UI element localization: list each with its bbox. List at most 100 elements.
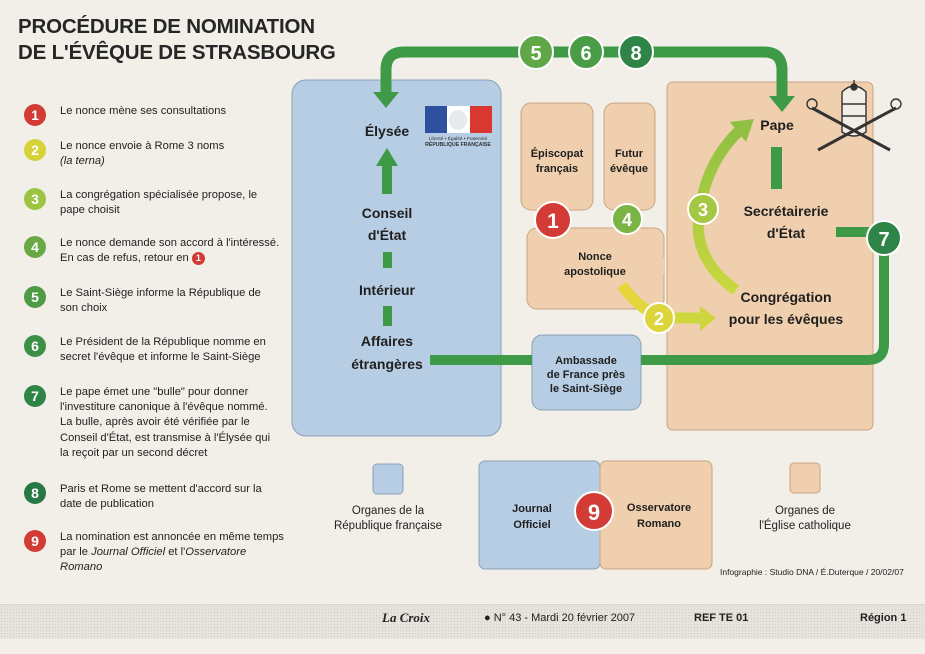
legend-badge-2: 2 bbox=[24, 139, 46, 161]
step-5: 5 bbox=[518, 34, 554, 70]
footer-ref: REF TE 01 bbox=[694, 612, 749, 624]
svg-text:4: 4 bbox=[622, 210, 632, 230]
legend-line: l'investiture canonique à l'évêque nommé… bbox=[60, 401, 268, 414]
step-7: 7 bbox=[866, 220, 902, 256]
legend-line: Paris et Rome se mettent d'accord sur la bbox=[60, 483, 262, 495]
legend-line: par le Journal Officiel et l'Osservatore bbox=[60, 546, 247, 559]
legend-line: La congrégation spécialisée propose, le bbox=[60, 189, 258, 201]
conseil-label-2: d'État bbox=[368, 227, 407, 243]
flag-republique: RÉPUBLIQUE FRANÇAISE bbox=[425, 140, 491, 148]
step-6: 6 bbox=[568, 34, 604, 70]
legend-line: Le nonce envoie à Rome 3 noms bbox=[60, 140, 225, 152]
legend-line: son choix bbox=[60, 302, 108, 315]
step-9: 9 bbox=[574, 491, 614, 531]
ambassade-label-2: de France près bbox=[547, 369, 625, 381]
affaires-label-1: Affaires bbox=[361, 333, 413, 349]
key-eglise-line-1: Organes de bbox=[774, 505, 836, 517]
osservatore-label-2: Romano bbox=[637, 518, 681, 530]
legend-text-5: Le Saint-Siège informe la République de s… bbox=[60, 286, 292, 316]
step-8: 8 bbox=[618, 34, 654, 70]
key-eglise-label: Organes de l'Église catholique bbox=[740, 504, 870, 534]
episcopat-label-1: Épiscopat bbox=[531, 147, 584, 160]
legend-line: la reçoit par un second décret bbox=[60, 446, 208, 459]
legend-line: La bulle, après avoir été vérifiée par l… bbox=[60, 416, 250, 429]
journal-label-1: Journal bbox=[512, 503, 552, 515]
svg-text:1: 1 bbox=[547, 210, 559, 233]
legend-line: Le nonce mène ses consultations bbox=[60, 105, 227, 117]
futur-label-1: Futur bbox=[615, 148, 644, 160]
nonce-label-2: apostolique bbox=[564, 266, 626, 278]
link-interieur-conseil bbox=[383, 252, 392, 268]
legend-line: Le Président de la République nomme en bbox=[60, 336, 266, 348]
legend-line: secret l'évêque et informe le Saint-Sièg… bbox=[60, 351, 261, 364]
footer-issue-text: N° 43 - Mardi 20 février 2007 bbox=[493, 612, 636, 624]
arrow-head-pape-3 bbox=[730, 119, 754, 142]
legend-badge-6: 6 bbox=[24, 335, 46, 357]
svg-text:3: 3 bbox=[698, 200, 708, 220]
legend-text-6: Le Président de la République nomme en se… bbox=[60, 335, 292, 365]
secretairerie-label-1: Secrétairerie bbox=[744, 203, 829, 219]
legend-badge-1: 1 bbox=[24, 104, 46, 126]
arrow-head-conseil-elysee bbox=[376, 148, 398, 166]
step-3: 3 bbox=[687, 193, 719, 225]
legend-text-2: Le nonce envoie à Rome 3 noms (la terna) bbox=[60, 139, 292, 169]
flag-motto: Liberté • Égalité • Fraternité bbox=[429, 135, 488, 142]
legend-badge-9: 9 bbox=[24, 530, 46, 552]
eglise-block bbox=[666, 81, 874, 431]
legend-line: Le nonce demande son accord à l'intéress… bbox=[60, 237, 280, 249]
papal-emblem-icon bbox=[806, 80, 902, 152]
legend-text-1: Le nonce mène ses consultations bbox=[60, 104, 292, 119]
legend-text-3: La congrégation spécialisée propose, le p… bbox=[60, 188, 292, 218]
arrow-head-elysee bbox=[373, 92, 399, 108]
legend-badge-8: 8 bbox=[24, 482, 46, 504]
link-affaires-interieur bbox=[383, 306, 392, 326]
page-title: PROCÉDURE DE NOMINATION DE L'ÉVÊQUE DE S… bbox=[18, 14, 336, 66]
congregation-label-1: Congrégation bbox=[741, 289, 832, 305]
pape-label: Pape bbox=[760, 117, 794, 133]
step-1: 1 bbox=[534, 201, 572, 239]
footer-paper: La Croix bbox=[382, 610, 431, 625]
legend-line: En cas de refus, retour en 1 bbox=[60, 251, 292, 266]
step-2: 2 bbox=[643, 302, 675, 334]
legend-text-7: Le pape émet une "bulle" pour donner l'in… bbox=[60, 385, 292, 461]
republique-block bbox=[291, 79, 502, 437]
legend-line: Le pape émet une "bulle" pour donner bbox=[60, 386, 249, 398]
link-secretairerie-pape bbox=[771, 147, 782, 189]
key-eglise-line-2: l'Église catholique bbox=[759, 520, 851, 532]
key-republique-label: Organes de la République française bbox=[318, 504, 458, 534]
congregation-label-2: pour les évêques bbox=[729, 311, 844, 327]
footer-region: Région 1 bbox=[860, 612, 907, 624]
step-4: 4 bbox=[611, 203, 643, 235]
legend-line: date de publication bbox=[60, 498, 154, 511]
title-line-1: PROCÉDURE DE NOMINATION bbox=[18, 15, 315, 38]
arrow-head-pape bbox=[769, 96, 795, 112]
legend-line: Le Saint-Siège informe la République de bbox=[60, 287, 261, 299]
legend-text-4: Le nonce demande son accord à l'intéress… bbox=[60, 236, 292, 266]
legend-badge-5: 5 bbox=[24, 286, 46, 308]
affaires-label-2: étrangères bbox=[351, 356, 423, 372]
footer-bar bbox=[0, 604, 925, 639]
osservatore-label-1: Osservatore bbox=[627, 502, 691, 514]
title-line-2: DE L'ÉVÊQUE DE STRASBOURG bbox=[18, 41, 336, 64]
episcopat-label-2: français bbox=[536, 163, 578, 175]
secretairerie-label-2: d'État bbox=[767, 225, 806, 241]
legend-line: Conseil d'État, est transmise à l'Élysée… bbox=[60, 431, 271, 444]
key-republique-line-2: République française bbox=[333, 520, 443, 532]
nonce-label-1: Nonce bbox=[578, 251, 612, 263]
legend-line: (la terna) bbox=[60, 155, 105, 168]
svg-text:5: 5 bbox=[530, 43, 541, 65]
link-conseil-elysee bbox=[382, 164, 392, 194]
svg-text:7: 7 bbox=[878, 229, 889, 251]
legend-badge-7: 7 bbox=[24, 385, 46, 407]
svg-text:8: 8 bbox=[630, 43, 641, 65]
legend-text-8: Paris et Rome se mettent d'accord sur la… bbox=[60, 482, 292, 512]
journal-label-2: Officiel bbox=[513, 519, 550, 531]
legend-badge-4: 4 bbox=[24, 236, 46, 258]
nonce-box-tab bbox=[637, 258, 665, 274]
osservatore-box bbox=[599, 460, 713, 570]
legend-line: Romano bbox=[60, 561, 103, 574]
svg-text:6: 6 bbox=[580, 43, 591, 65]
legend-line: La nomination est annoncée en même temps bbox=[60, 531, 284, 543]
legend-line: pape choisit bbox=[60, 204, 120, 217]
elysee-label: Élysée bbox=[365, 123, 410, 139]
